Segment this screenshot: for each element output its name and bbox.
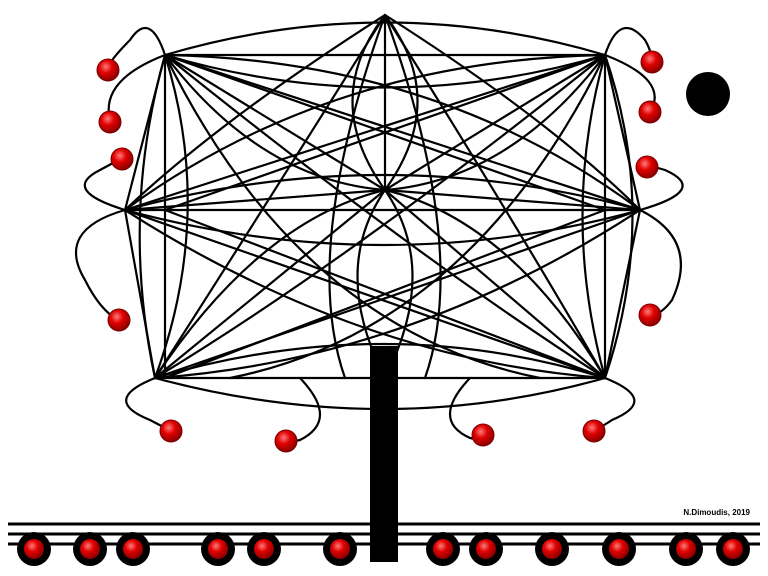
ground-fruit <box>73 532 107 566</box>
tree-fruits <box>96 50 664 453</box>
fruit <box>96 58 120 82</box>
fruit <box>98 110 122 134</box>
ground-fruit <box>716 532 750 566</box>
fruit <box>638 303 662 327</box>
fruit <box>159 419 183 443</box>
ground-fruit <box>602 532 636 566</box>
ground-fruit <box>247 532 281 566</box>
fruit <box>107 308 131 332</box>
sun-disc <box>686 72 730 116</box>
tree-trunk <box>370 346 398 562</box>
ground-fruit <box>323 532 357 566</box>
fruit <box>640 50 664 74</box>
ground-fruit <box>17 532 51 566</box>
fruit <box>471 423 495 447</box>
fruit <box>110 147 134 171</box>
ground-fruits <box>17 532 750 566</box>
ground-fruit <box>426 532 460 566</box>
fruit <box>638 100 662 124</box>
ground-fruit <box>669 532 703 566</box>
fruit <box>274 429 298 453</box>
ground-fruit <box>116 532 150 566</box>
fruit <box>635 155 659 179</box>
artist-signature: N.Dimoudis, 2019 <box>683 508 750 517</box>
ground-fruit <box>201 532 235 566</box>
fruit <box>582 419 606 443</box>
canopy-web <box>74 13 684 444</box>
ground-fruit <box>535 532 569 566</box>
ground-fruit <box>469 532 503 566</box>
